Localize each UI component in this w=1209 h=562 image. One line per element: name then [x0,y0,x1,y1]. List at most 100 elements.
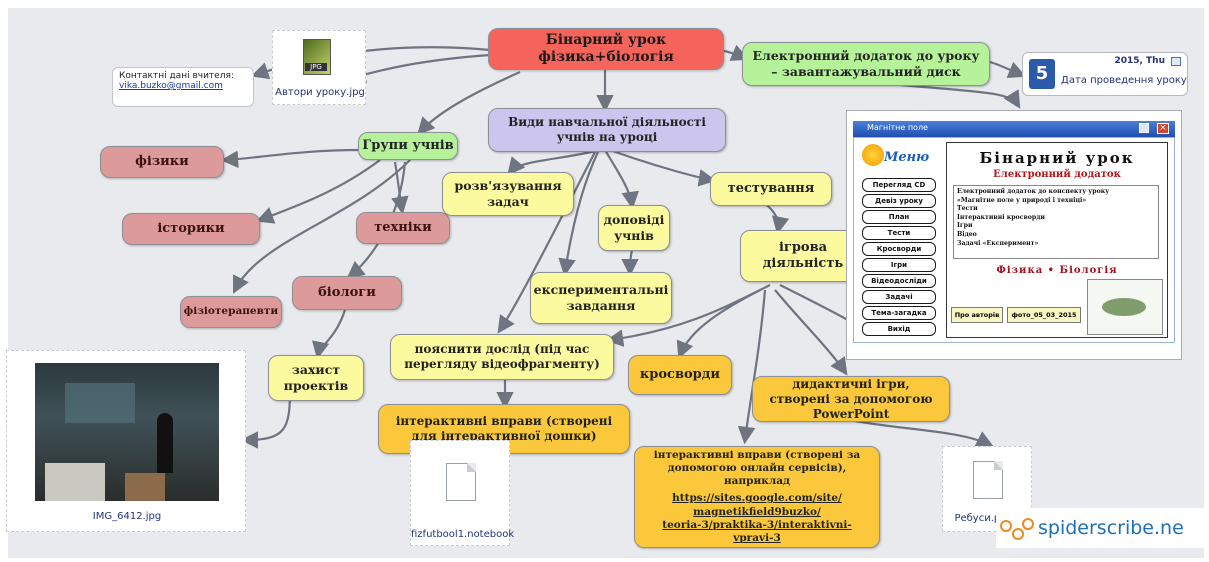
app-list-item: Інтерактивні кросворди [957,213,1045,221]
calendar-icon: 5 [1029,59,1055,89]
link-groups-physicists [220,148,361,169]
biologists-node[interactable]: біологи [292,276,402,310]
historians-node[interactable]: історики [122,213,260,245]
photo-file-name: IMG_6412.jpg [92,511,162,522]
electronic-supplement-node[interactable]: Електронний додаток до уроку – завантажу… [742,42,990,86]
authors-file-name: Автори уроку.jpg [275,87,365,98]
photo-file-card[interactable]: IMG_6412.jpg [6,350,246,532]
link-didactic-ppsm [849,418,994,447]
link-project-img [240,389,292,449]
app-list-item: Відео [957,230,977,238]
calendar-day: 5 [1035,63,1049,84]
menu-button-crosswords[interactable]: Кросворди [862,242,936,256]
ppsm-file-name: Ребуси.ppsm [954,513,1022,524]
explain-experiment-node[interactable]: пояснити дослід (під час перегляду відео… [390,334,614,380]
physicists-node[interactable]: фізики [100,146,224,178]
app-heading: Бінарний урок [979,149,1135,167]
app-title: Магнітне поле [867,123,928,132]
dove-image [1087,279,1163,335]
menu-button-exit[interactable]: Вихід [862,322,936,336]
link-groups-physio [233,159,411,294]
interactive-online-node[interactable]: інтерактивні вправи (створені за допомог… [634,446,880,548]
link-groups-historians [255,159,381,224]
authors-file-card[interactable]: JPG Автори уроку.jpg [272,30,366,105]
contact-label: Контактні дані вчителя: [119,71,234,81]
date-dropdown-icon[interactable] [1171,57,1181,66]
menu-button-videos[interactable]: Відеодосліди [862,274,936,288]
menu-button-tests[interactable]: Тести [862,226,936,240]
example-link[interactable]: https://sites.google.com/site/ magnetikf… [645,492,869,545]
app-window-card[interactable]: Магнітне поле × Меню Перегляд CD Девіз у… [846,110,1182,360]
interactive-online-label: інтерактивні вправи (створені за допомог… [653,449,861,488]
link-game-explain [605,289,761,347]
menu-button-riddle[interactable]: Тема-загадка [862,306,936,320]
app-list-item: Тести [957,205,978,213]
date-year: 2015, Thu [1114,56,1165,66]
menu-button-cd[interactable]: Перегляд CD [862,178,936,192]
contact-email[interactable]: vika.buzko@gmail.com [119,81,223,91]
spiderscribe-logo-icon [1000,516,1034,540]
link-biologists-project [311,309,347,360]
link-electronic-window [899,83,1021,109]
app-titlebar: Магнітне поле × [853,121,1175,137]
app-menu: Перегляд CD Девіз уроку План Тести Кросв… [862,178,936,338]
didactic-games-node[interactable]: дидактичні ігри, створені за допомогою P… [752,376,950,422]
app-list-item: «Магнітне поле у природі і техніці» [957,196,1087,204]
link-activities-reports [604,149,639,210]
notebook-file-card[interactable]: fizfutbool1.notebook [410,440,514,546]
experimental-node[interactable]: експериментальні завдання [530,272,672,324]
testing-node[interactable]: тестування [710,172,832,206]
classroom-photo [35,363,219,501]
app-subheading: Електронний додаток [993,169,1121,180]
ppsm-file-card[interactable]: Ребуси.ppsm [942,446,1032,532]
link-line-3: teoria-3/praktika-3/interaktivni-vpravi-… [662,518,852,544]
about-authors-button[interactable]: Про авторів [951,307,1003,323]
interactive-board-node[interactable]: інтерактивні вправи (створені для інтера… [378,404,630,454]
reports-node[interactable]: доповіді учнів [598,205,670,251]
project-defense-node[interactable]: захист проектів [268,355,364,401]
photo-button[interactable]: фото_05_03_2015 [1007,307,1081,323]
app-list-item: Ігри [957,222,973,230]
app-body: Меню Перегляд CD Девіз уроку План Тести … [853,137,1175,343]
link-activities-explain [497,151,596,334]
link-game-online [737,289,767,445]
root-node[interactable]: Бінарний урок фізика+біологія [488,28,724,70]
link-activities-testing [609,148,717,187]
crosswords-node[interactable]: кросворди [628,355,732,395]
game-activity-node[interactable]: ігрова діяльність [740,230,866,282]
minimize-icon[interactable] [1139,123,1149,133]
link-line-2: magnetikfield9buzko/ [693,505,821,518]
link-activities-solving [507,148,601,176]
menu-button-motto[interactable]: Девіз уроку [862,194,936,208]
link-root-groups [417,70,521,136]
link-activities-experimental [558,151,599,277]
physiotherapists-node[interactable]: фізіотерапевти [180,296,282,328]
link-line-1: https://sites.google.com/site/ [672,492,842,505]
link-electronic-date [989,60,1027,79]
sun-logo-icon [862,144,884,166]
link-groups-techs [391,161,409,215]
menu-button-plan[interactable]: План [862,210,936,224]
activities-node[interactable]: Види навчальної діяльності учнів на уроц… [488,108,726,152]
spiderscribe-watermark: spiderscribe.ne [996,508,1206,548]
link-reports-experimental [621,249,639,277]
link-game-didactic [774,289,848,376]
date-label: Дата проведення уроку [1061,75,1187,86]
solving-node[interactable]: розв'язування задач [442,172,574,216]
app-list: Електронний додаток до конспекту уроку «… [953,185,1159,259]
ppsm-file-icon [973,461,1003,499]
techs-node[interactable]: техніки [356,212,450,244]
watermark-text: spiderscribe.ne [1038,517,1184,539]
menu-button-games[interactable]: Ігри [862,258,936,272]
date-card[interactable]: 5 2015, Thu Дата проведення уроку [1022,52,1188,96]
app-list-item: Задачі «Експеримент» [957,239,1039,247]
link-root-authors [347,53,491,83]
groups-node[interactable]: Групи учнів [358,132,458,160]
notebook-file-icon [446,463,476,501]
contact-card[interactable]: Контактні дані вчителя: vika.buzko@gmail… [112,67,254,107]
app-list-item: Електронний додаток до конспекту уроку [957,188,1110,195]
app-logo-text: Меню [884,150,930,165]
close-icon[interactable]: × [1157,123,1169,134]
menu-button-tasks[interactable]: Задачі [862,290,936,304]
